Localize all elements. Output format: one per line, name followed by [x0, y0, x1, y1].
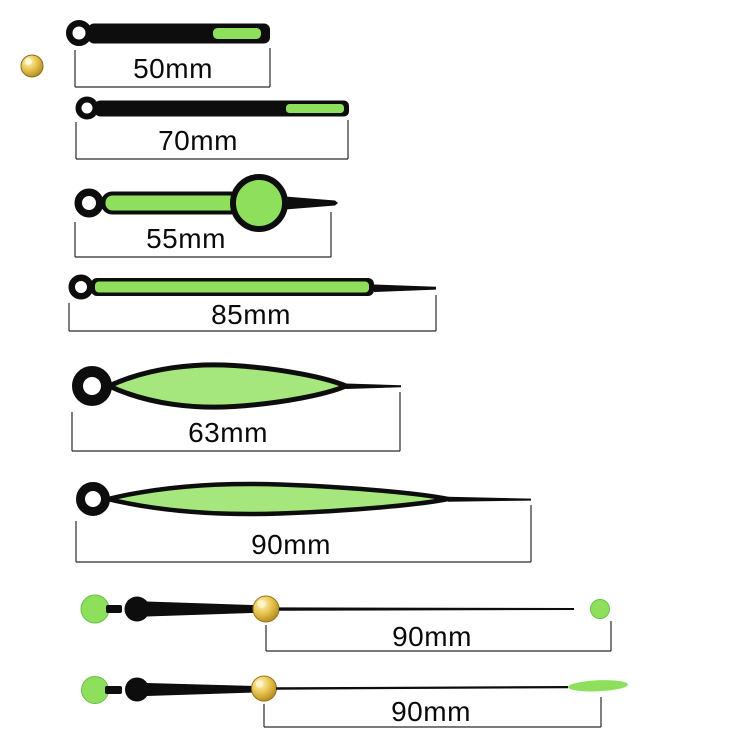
dimension-bracket — [75, 120, 349, 160]
leaf-hour-hand-icon — [71, 362, 401, 452]
dimension-bracket — [75, 505, 532, 563]
size-label-50mm: 50mm — [133, 53, 213, 84]
counterweight — [125, 677, 149, 702]
mounting-ring — [68, 274, 94, 300]
size-label-85mm: 85mm — [211, 299, 291, 330]
mounting-ring — [66, 20, 92, 46]
pointer-tip — [448, 496, 531, 502]
tail-dot — [80, 594, 110, 624]
gold-hub-icon — [252, 595, 280, 623]
tail-dot — [81, 676, 109, 704]
luminous-insert — [213, 28, 261, 39]
taper — [147, 683, 264, 696]
size-label-90mm-a: 90mm — [251, 529, 331, 560]
pointer-tip — [285, 196, 338, 210]
gold-hub-icon — [251, 675, 277, 702]
minute-hand-luminous-tip-icon — [75, 96, 349, 160]
second-hand-pointed-tip-icon — [81, 675, 628, 728]
dimension-bracket — [74, 212, 332, 258]
dimension-bracket — [68, 295, 437, 332]
mounting-ring — [72, 366, 112, 406]
leaf-minute-hand-icon — [75, 481, 532, 563]
neck — [106, 605, 122, 613]
dimension-bracket — [263, 697, 602, 728]
luminous-insert — [286, 104, 344, 113]
luminous-disc — [230, 174, 288, 232]
brass-nut-icon — [20, 54, 44, 78]
mounting-ring — [74, 188, 104, 218]
size-label-70mm: 70mm — [158, 125, 238, 156]
leaf-blade — [103, 362, 353, 410]
luminous-tip-leaf — [568, 680, 628, 692]
size-label-63mm: 63mm — [188, 417, 268, 448]
pointer-tip — [346, 383, 401, 389]
size-label-90mm-c: 90mm — [391, 696, 471, 727]
luminous-tip-dot — [590, 599, 610, 619]
straight-luminous-hand-icon — [68, 274, 437, 332]
luminous-insert — [105, 195, 238, 211]
dimension-bracket — [265, 621, 612, 652]
taper — [147, 601, 266, 617]
size-label-55mm: 55mm — [146, 223, 226, 254]
leaf-blade — [107, 481, 449, 517]
mounting-ring — [76, 482, 110, 516]
shaft — [276, 686, 568, 690]
pointer-tip — [374, 284, 436, 292]
dimension-bracket — [71, 392, 401, 452]
hand-bar — [95, 100, 349, 117]
luminous-insert — [95, 281, 369, 293]
neck — [105, 686, 122, 694]
counterweight — [124, 596, 150, 622]
dimension-bracket — [74, 48, 271, 88]
hour-hand-luminous-tip-icon — [66, 20, 271, 88]
second-hand-round-tip-icon — [80, 594, 612, 652]
size-label-90mm-b: 90mm — [392, 621, 472, 652]
round-head-hand-icon — [74, 174, 338, 258]
shaft — [279, 607, 574, 611]
mounting-ring — [75, 96, 99, 120]
